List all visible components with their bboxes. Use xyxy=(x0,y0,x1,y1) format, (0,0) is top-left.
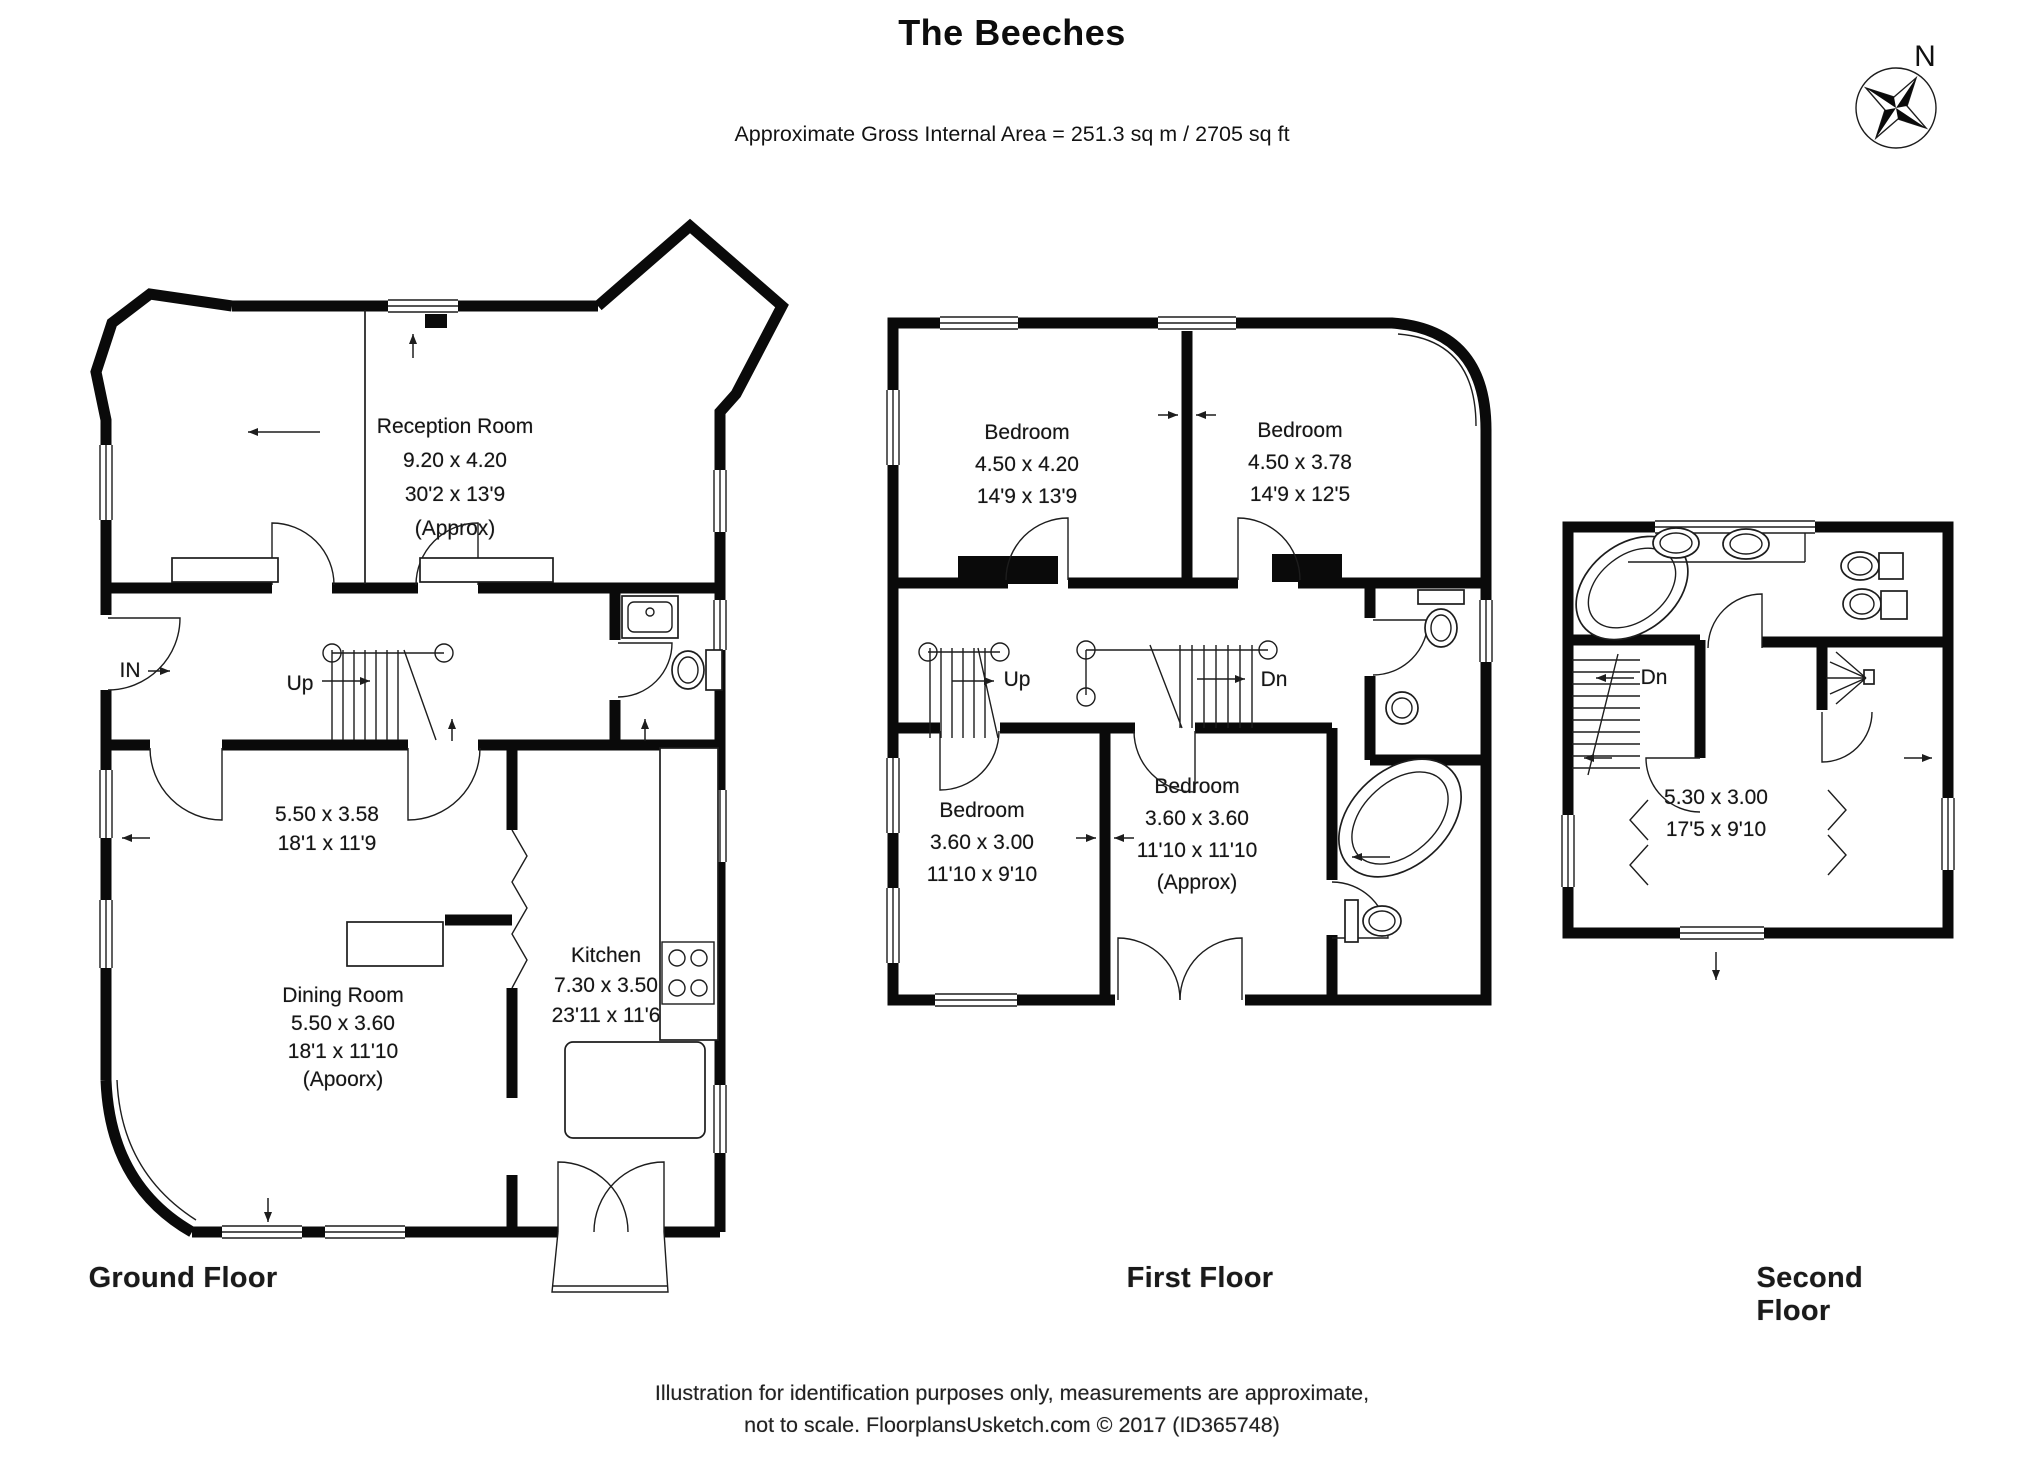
room-name: Reception Room xyxy=(376,415,534,438)
eaves-window-icon xyxy=(1827,789,1847,876)
window-icon xyxy=(1560,519,1956,941)
room-name: Bedroom xyxy=(1154,775,1240,798)
window-icon xyxy=(98,298,728,1240)
toilet-icon xyxy=(671,649,723,691)
bedroom-front-label: Bedroom 4.50 x 4.20 14'9 x 13'9 xyxy=(975,417,1079,513)
first-floor-title: First Floor xyxy=(1126,1262,1274,1294)
basin-icon xyxy=(1652,527,1770,560)
room-imperial: 14'9 x 12'5 xyxy=(1249,483,1351,506)
room-note: (Apoorx) xyxy=(302,1068,384,1091)
room-name: Dining Room xyxy=(282,984,404,1007)
room-note: (Approx) xyxy=(1156,871,1238,894)
door-arc xyxy=(107,522,673,1233)
room-imperial: 17'5 x 9'10 xyxy=(1665,818,1767,841)
ground-floor-plan xyxy=(90,218,789,1293)
room-name: Bedroom xyxy=(939,799,1025,822)
eaves-window-icon xyxy=(1629,799,1649,886)
corner-bath-icon xyxy=(1338,758,1462,878)
toilet-icon xyxy=(1344,899,1402,943)
vanity-counter xyxy=(1628,533,1806,563)
room-imperial: 11'10 x 11'10 xyxy=(1136,839,1258,862)
first-floor-plan xyxy=(885,315,1494,1008)
room-metric: 9.20 x 4.20 xyxy=(403,449,507,472)
kitchen-counter xyxy=(659,747,719,1041)
room-metric: 5.50 x 3.58 xyxy=(275,803,379,826)
room-metric: 3.60 x 3.00 xyxy=(930,831,1034,854)
room-metric: 5.30 x 3.00 xyxy=(1664,786,1768,809)
area-subtitle: Approximate Gross Internal Area = 251.3 … xyxy=(734,122,1290,146)
staircase-down xyxy=(1572,653,1640,776)
in-label: IN xyxy=(119,659,141,682)
shower-icon xyxy=(1826,651,1875,705)
bidet-icon xyxy=(1840,551,1904,581)
room-imperial: 11'10 x 9'10 xyxy=(926,863,1038,886)
bay-door-threshold xyxy=(551,1231,669,1293)
staircase-up xyxy=(322,643,454,741)
room-name: Bedroom xyxy=(984,421,1070,444)
window-icon xyxy=(885,315,1494,1008)
first-dn-label: Dn xyxy=(1260,668,1288,691)
room-imperial: 14'9 x 13'9 xyxy=(976,485,1078,508)
bedroom-small-label: Bedroom 3.60 x 3.00 11'10 x 9'10 xyxy=(927,795,1037,891)
staircase-up xyxy=(918,642,1010,739)
basin-icon xyxy=(1385,691,1419,725)
staircase-down xyxy=(1076,640,1278,729)
toilet-icon xyxy=(1417,589,1465,648)
bedroom-mid-label: Bedroom 3.60 x 3.60 11'10 x 11'10 (Appro… xyxy=(1137,771,1258,899)
wardrobe xyxy=(1272,554,1342,582)
kitchen-label: Kitchen 7.30 x 3.50 23'11 x 11'6 xyxy=(552,941,661,1031)
room-imperial: 23'11 x 11'6 xyxy=(551,1004,661,1027)
disclaimer-line2: not to scale. FloorplansUsketch.com © 20… xyxy=(744,1413,1280,1437)
room-metric: 4.50 x 4.20 xyxy=(975,453,1079,476)
bedroom-rear-label: Bedroom 4.50 x 3.78 14'9 x 12'5 xyxy=(1248,415,1352,511)
room-metric: 5.50 x 3.60 xyxy=(291,1012,395,1035)
door-arc xyxy=(939,517,1429,1001)
disclaimer-line1: Illustration for identification purposes… xyxy=(654,1381,1370,1405)
radiator xyxy=(171,557,279,583)
door-arc xyxy=(1645,593,1873,813)
kitchen-island xyxy=(564,1041,706,1139)
bifold-door-icon xyxy=(511,829,528,989)
sideboard xyxy=(346,921,444,967)
room-imperial: 18'1 x 11'9 xyxy=(277,832,377,855)
room-metric: 7.30 x 3.50 xyxy=(554,974,658,997)
dining-room-label: Dining Room 5.50 x 3.60 18'1 x 11'10 (Ap… xyxy=(282,982,403,1094)
sitting-room-label: 5.50 x 3.58 18'1 x 11'9 xyxy=(275,800,379,858)
room-imperial: 18'1 x 11'10 xyxy=(287,1040,399,1063)
room-note: (Approx) xyxy=(414,517,496,540)
second-room-label: 5.30 x 3.00 17'5 x 9'10 xyxy=(1664,782,1768,846)
second-floor-title: Second Floor xyxy=(1756,1262,1864,1327)
room-name: Kitchen xyxy=(570,944,642,967)
first-up-label: Up xyxy=(1003,668,1031,691)
second-floor-plan xyxy=(1560,519,1956,980)
ground-up-label: Up xyxy=(286,672,314,695)
toilet-icon xyxy=(1842,588,1908,620)
room-metric: 4.50 x 3.78 xyxy=(1248,451,1352,474)
room-imperial: 30'2 x 13'9 xyxy=(404,483,506,506)
wardrobe xyxy=(958,556,1058,584)
compass-icon xyxy=(1855,67,1937,149)
second-dn-label: Dn xyxy=(1640,666,1668,689)
room-name: Bedroom xyxy=(1257,419,1343,442)
page-title: The Beeches xyxy=(898,12,1126,53)
compass-north-label: N xyxy=(1914,40,1936,73)
wc-sink xyxy=(621,595,679,639)
radiator xyxy=(419,557,554,583)
ground-floor-title: Ground Floor xyxy=(88,1262,278,1294)
reception-room-label: Reception Room 9.20 x 4.20 30'2 x 13'9 (… xyxy=(377,410,533,546)
room-metric: 3.60 x 3.60 xyxy=(1145,807,1249,830)
